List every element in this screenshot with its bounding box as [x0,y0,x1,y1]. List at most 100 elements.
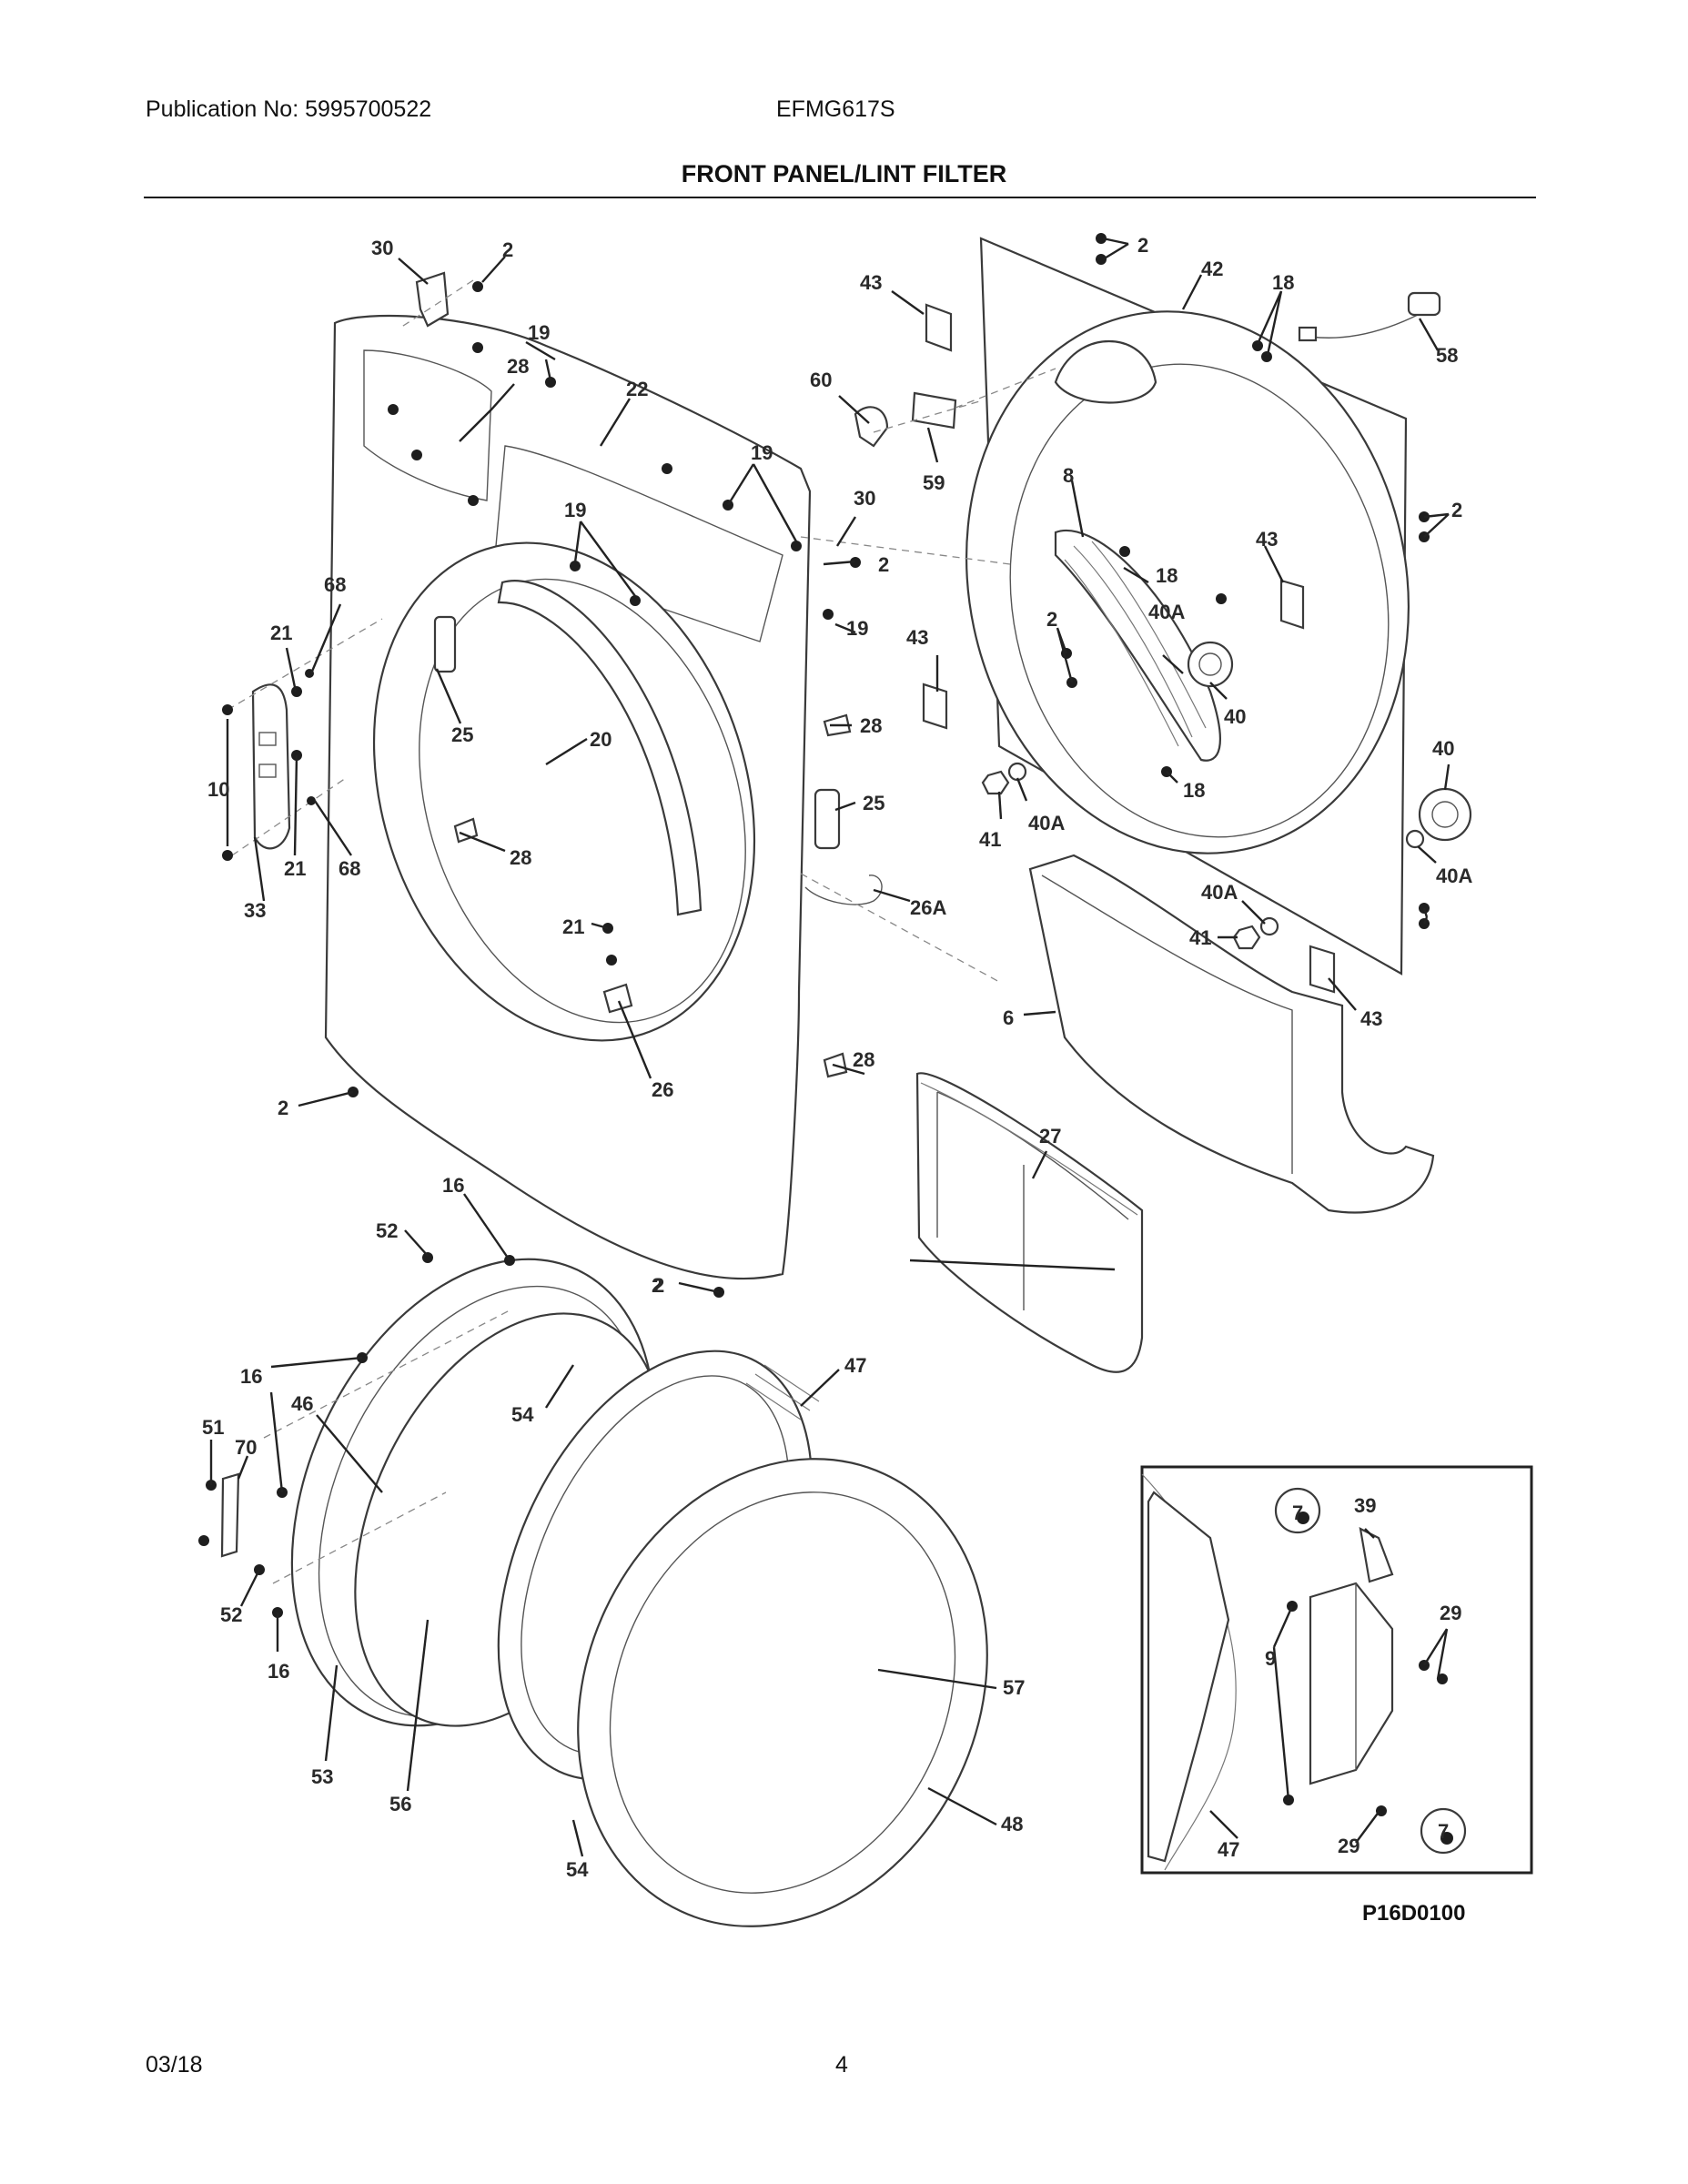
callout-label: 60 [810,369,832,391]
callout-label: 21 [562,915,584,938]
assembly-lines [227,279,1056,1584]
callout-label: 68 [339,857,360,880]
parts-60-59 [854,391,957,448]
callout-label: 47 [844,1354,866,1377]
callout-label: 20 [590,728,612,751]
callout-label: 25 [863,792,884,814]
bracket-part-30 [415,271,450,328]
callout-label: 18 [1156,564,1178,587]
callout-label: 46 [291,1392,313,1415]
callout-label: 30 [371,237,393,259]
callout-label: 7 [1438,1820,1449,1843]
callout-label: 52 [376,1219,398,1242]
callout-label: 40A [1201,881,1238,904]
callout-label: 43 [860,271,882,294]
door-part-48 [577,1458,988,1927]
diagram-code: P16D0100 [1362,1901,1465,1926]
callout-label: 16 [268,1660,289,1683]
callout-label: 26 [652,1078,673,1101]
latch-part-25 [433,615,841,850]
callout-label: 2 [878,553,889,576]
callout-label: 40A [1436,864,1472,887]
page-title: FRONT PANEL/LINT FILTER [681,160,1007,187]
lint-duct-part-6 [1028,854,1435,1214]
callout-label: 41 [979,828,1001,851]
callout-label: 21 [284,857,306,880]
callout-label: 42 [1201,258,1223,280]
callout-label: 54 [566,1858,589,1881]
callout-label: 30 [854,487,875,510]
front-bulkhead-part-42 [965,237,1410,976]
small-parts [453,713,883,1078]
callout-label: 10 [207,778,229,801]
callout-label: 29 [1338,1835,1359,1857]
callout-label: 2 [278,1097,288,1119]
page-number: 4 [835,2052,848,2078]
callout-labels: 30 2 19 28 22 19 19 68 21 10 33 21 68 25… [202,234,1472,1881]
callout-label: 41 [1189,926,1211,949]
callout-label: 9 [1265,1647,1276,1670]
callout-label: 48 [1001,1813,1023,1835]
callout-label: 28 [860,714,882,737]
callout-label: 16 [442,1174,464,1197]
nut-part-41 [981,762,1279,950]
callout-label: 19 [564,499,586,521]
hinge-part-43 [922,303,1336,994]
callout-label: 19 [846,617,868,640]
callout-label: 57 [1003,1676,1025,1699]
callout-label: 2 [653,1274,664,1297]
callout-label: 18 [1183,779,1205,802]
callout-label: 28 [853,1048,874,1071]
callout-label: 8 [1063,464,1074,487]
callout-label: 40 [1224,705,1246,728]
callout-label: 22 [626,378,648,400]
callout-label: 2 [502,238,513,261]
callout-label: 52 [220,1603,242,1626]
plate-part-70 [220,1472,240,1558]
callout-label: 19 [751,441,773,464]
callout-label: 70 [235,1436,257,1459]
callout-label: 6 [1003,1006,1014,1029]
callout-label: 18 [1272,271,1294,294]
callout-label: 56 [389,1793,411,1815]
callout-label: 40 [1432,737,1454,760]
callout-label: 19 [528,321,550,344]
callout-label: 54 [511,1403,534,1426]
callout-label: 51 [202,1416,224,1439]
callout-label: 29 [1440,1602,1461,1624]
callout-label: 21 [270,622,292,644]
footer-date: 03/18 [146,2052,203,2078]
publication-number: Publication No: 5995700522 [146,96,432,122]
callout-label: 58 [1436,344,1458,367]
callout-label: 59 [923,471,945,494]
callout-label: 40A [1028,812,1065,834]
callout-label: 68 [324,573,346,596]
sensor-part-58 [1298,291,1441,342]
callout-label: 25 [451,723,473,746]
callout-label: 16 [240,1365,262,1388]
callout-label: 7 [1292,1502,1303,1524]
callout-label: 2 [1451,499,1462,521]
callout-label: 2 [1046,608,1057,631]
callout-label: 43 [1256,528,1278,551]
callout-label: 40A [1148,601,1185,623]
title-rule [144,197,1536,198]
hinge-inset [1140,1465,1533,1875]
callout-label: 33 [244,899,266,922]
callout-label: 2 [652,1274,662,1297]
bearing-part-40 [1405,787,1472,849]
model-number: EFMG617S [776,96,895,122]
callout-label: 47 [1218,1838,1239,1861]
hinge-part-33 [251,683,291,850]
callout-label: 26A [910,896,946,919]
callout-label: 39 [1354,1494,1376,1517]
callout-label: 53 [311,1765,333,1788]
leader-lines [209,237,1450,1857]
callout-label: 43 [906,626,928,649]
callout-label: 2 [1137,234,1148,257]
front-panel-part-22 [324,314,812,1280]
lint-filter-part-27 [915,1072,1144,1373]
callout-label: 28 [510,846,531,869]
callout-label: 27 [1039,1125,1061,1148]
